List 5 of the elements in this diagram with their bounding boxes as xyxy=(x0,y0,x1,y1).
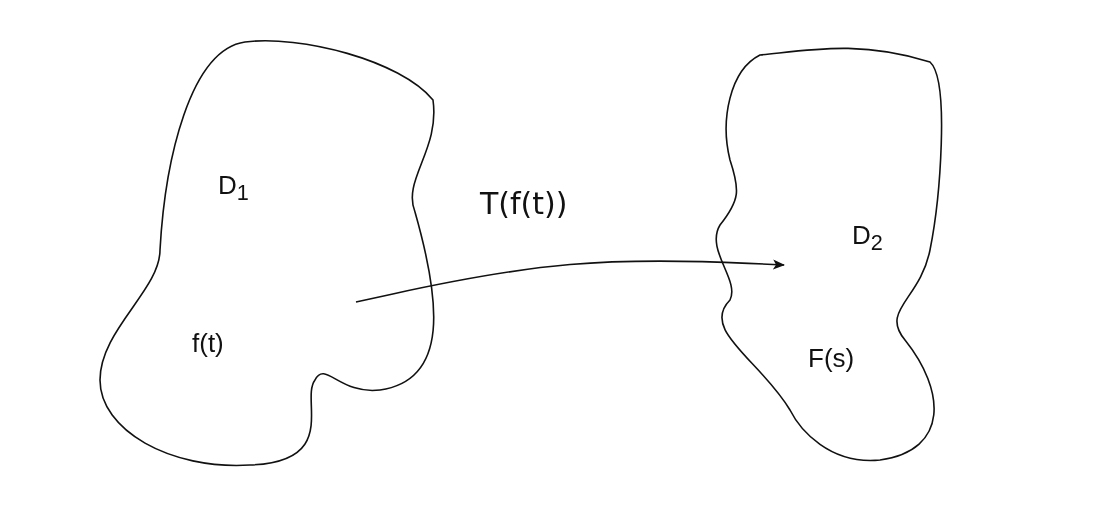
region-label: D$_{1}$ xyxy=(218,172,249,204)
region-label: f(t) xyxy=(192,330,224,356)
region-label: F(s) xyxy=(808,345,855,371)
region-label: D$_{2}$ xyxy=(852,222,883,254)
arrow xyxy=(355,259,785,303)
